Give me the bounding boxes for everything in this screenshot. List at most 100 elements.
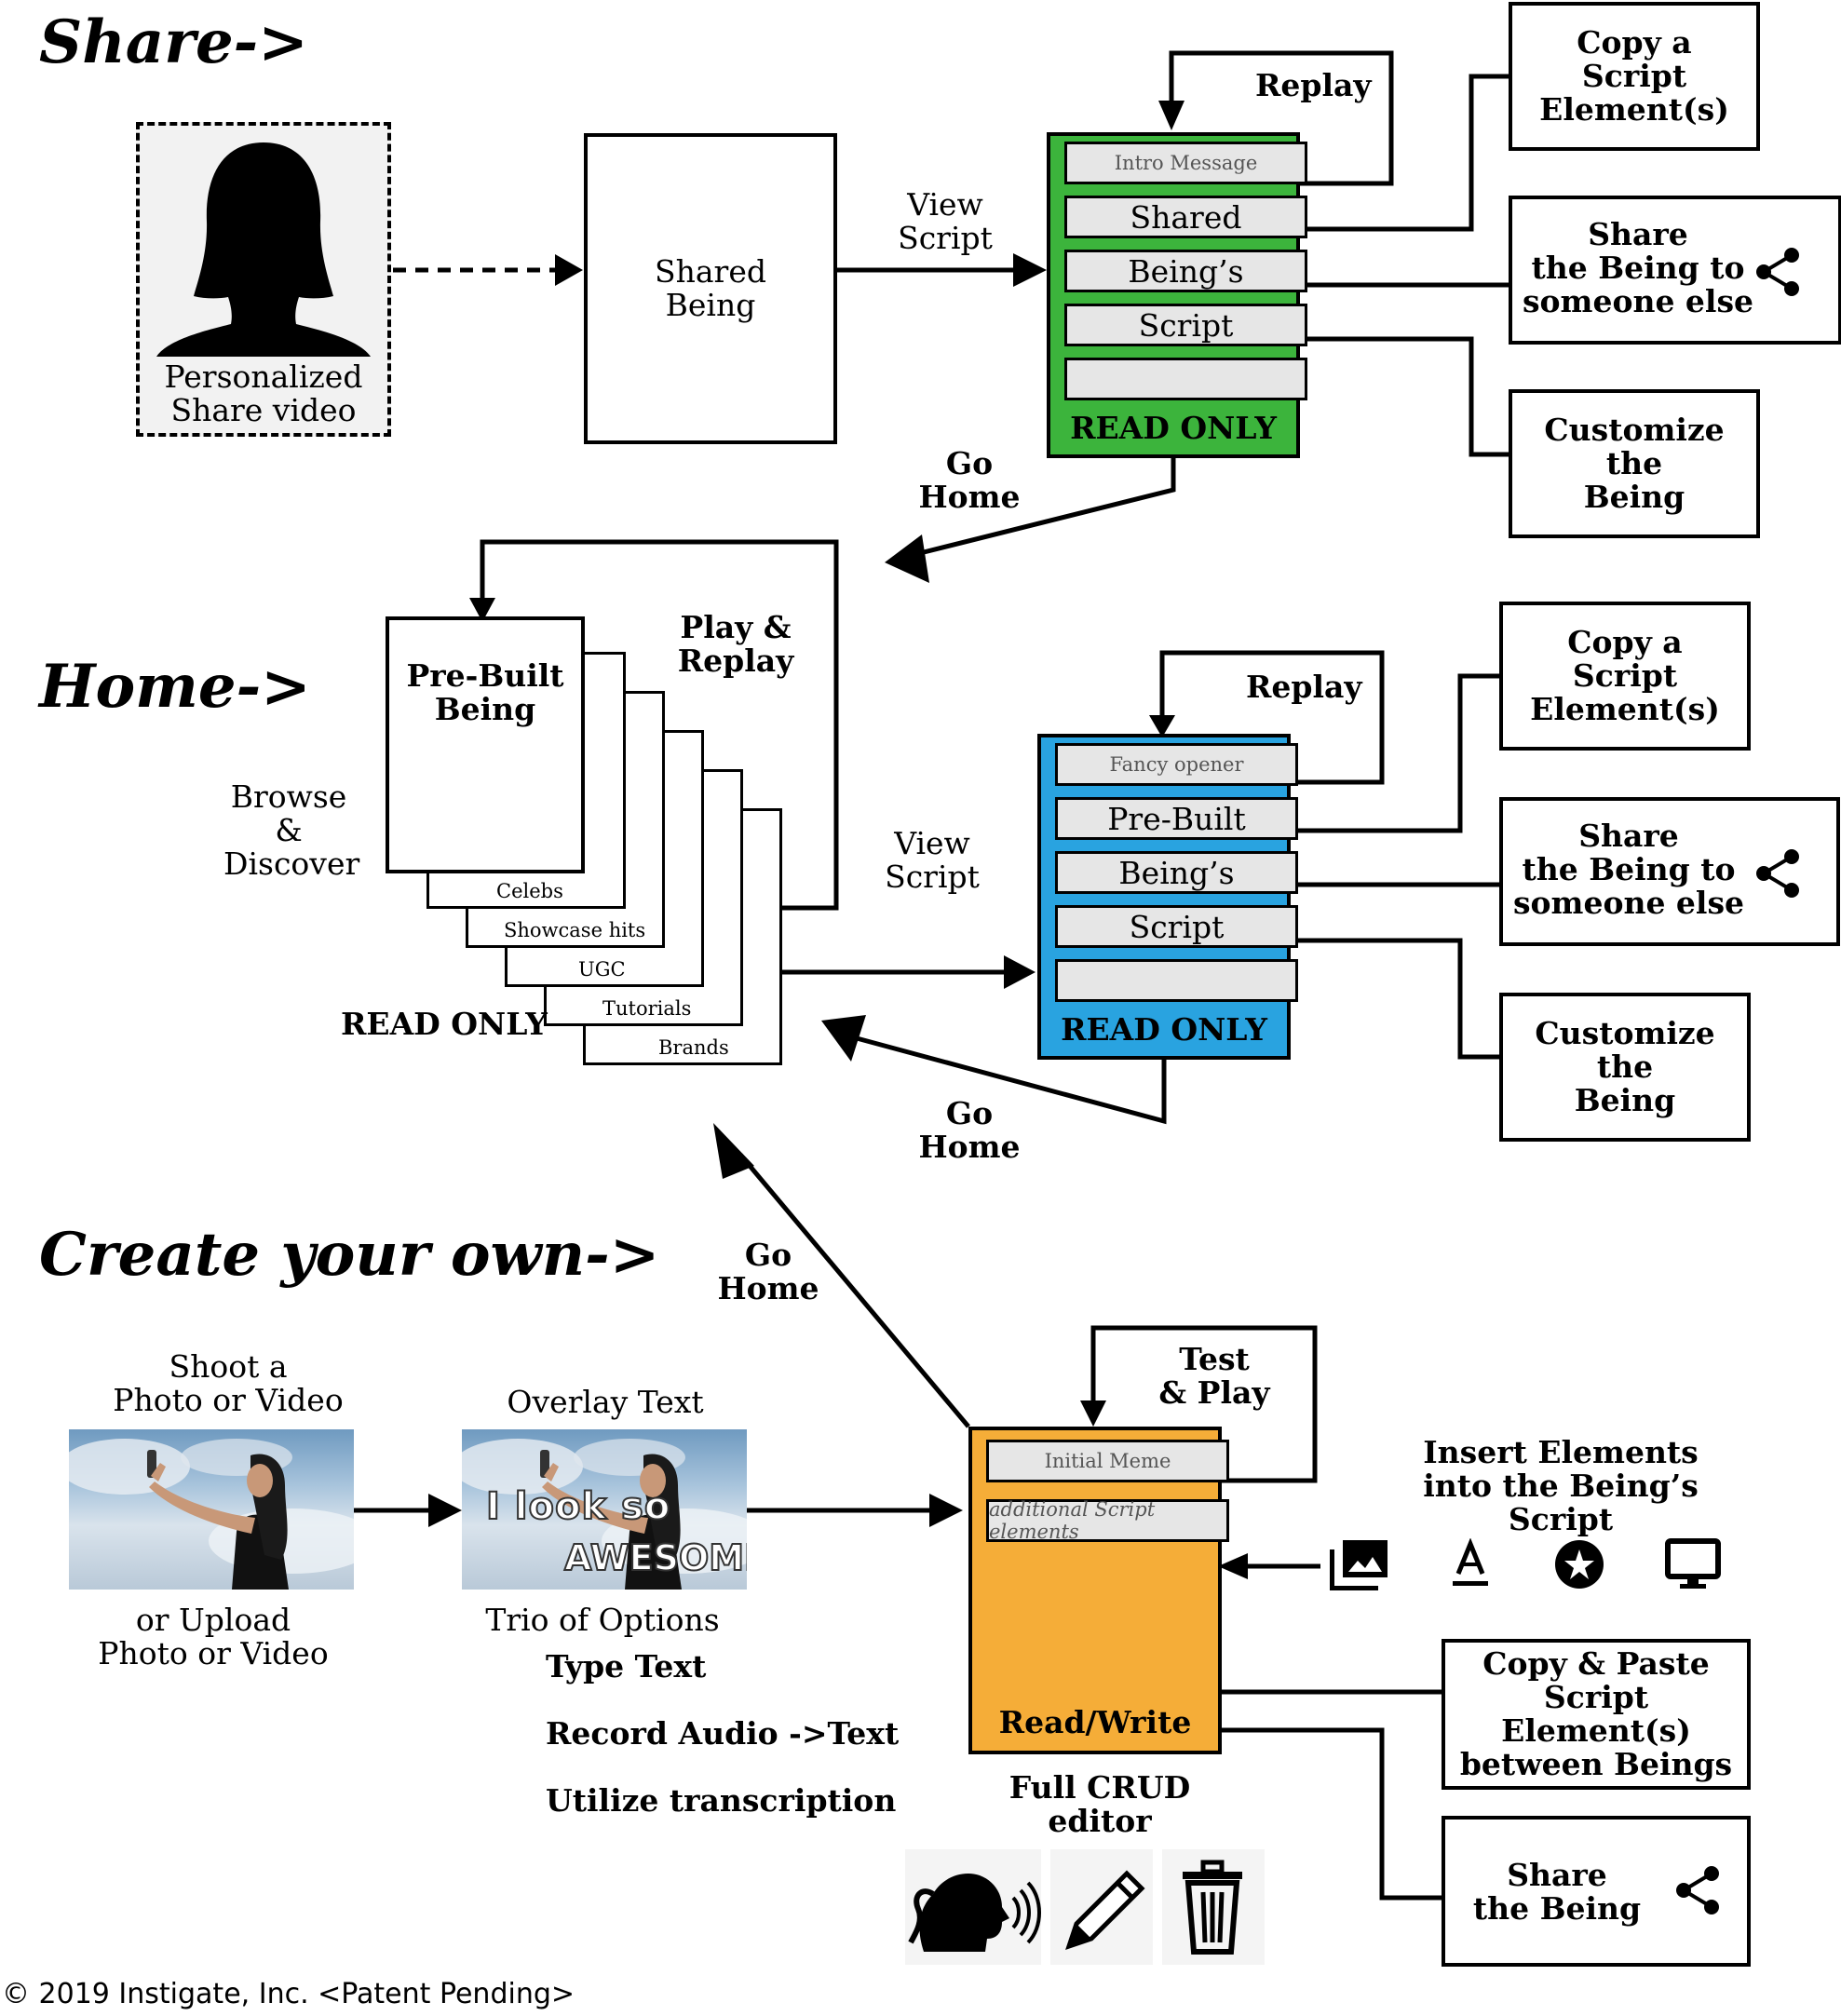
go-home-label-home[interactable]: Go Home (918, 1095, 1021, 1165)
replay-loop-share (1169, 50, 1394, 186)
photo-library-svg (1329, 1540, 1388, 1591)
phone-bg (972, 1430, 1218, 1751)
trash-svg (1183, 1860, 1242, 1955)
go-home-label-create[interactable]: Go Home (717, 1237, 819, 1306)
connector-customize-home (1287, 938, 1501, 1060)
script-slot[interactable]: additional Script elements (986, 1498, 1229, 1543)
script-slot[interactable]: Fancy opener (1055, 743, 1298, 786)
replay-label-home: Replay (1246, 669, 1362, 705)
customize-being-button[interactable]: Customize the Being (1499, 993, 1751, 1142)
phone-bg (1041, 737, 1287, 1056)
view-script-label-home: View Script (885, 825, 980, 895)
script-slot[interactable] (1064, 358, 1307, 400)
connector-share-create (1220, 1727, 1443, 1901)
go-home-arrow-share (912, 456, 1176, 558)
shoot-label: Shoot a Photo or Video (113, 1348, 344, 1418)
prebuilt-being-card[interactable]: Pre-Built Being (386, 616, 585, 873)
category-label: Showcase hits (504, 919, 646, 941)
overlay-text-line2: AWESOME (563, 1536, 747, 1579)
personalized-share-video[interactable]: Personalized Share video (136, 122, 391, 437)
go-home-arrow-home (856, 1035, 1167, 1125)
script-slot[interactable]: Shared (1064, 196, 1307, 238)
share-being-label: Share the Being (1472, 1857, 1642, 1927)
shared-being-box[interactable]: Shared Being (584, 133, 837, 444)
option-transcription[interactable]: Utilize transcription (546, 1782, 897, 1819)
connector-copy-share (1296, 74, 1510, 232)
script-slot[interactable] (1055, 959, 1298, 1002)
selfie-woman-image (69, 1439, 354, 1590)
copyright-footer: © 2019 Instigate, Inc. <Patent Pending> (2, 1978, 575, 2010)
connector-customize-share (1296, 336, 1510, 457)
script-slot[interactable]: Script (1064, 304, 1307, 346)
share-being-label: Share the Being to someone else (1522, 216, 1754, 319)
script-slot[interactable]: Being’s (1055, 851, 1298, 894)
script-slot[interactable]: Intro Message (1064, 142, 1307, 184)
go-home-label-share[interactable]: Go Home (918, 445, 1021, 515)
create-section-title: Create your own-> (39, 1220, 660, 1290)
test-play-label: Test & Play (1158, 1341, 1270, 1411)
upload-label: or Upload Photo or Video (98, 1602, 329, 1671)
monitor-svg (1665, 1538, 1721, 1589)
star-badge-icon[interactable] (1553, 1538, 1605, 1590)
person-silhouette-icon (156, 142, 371, 357)
share-being-button[interactable]: Share the Being to someone else (1499, 797, 1840, 946)
monitor-icon[interactable] (1665, 1538, 1721, 1590)
read-only-left-label: READ ONLY (341, 1006, 548, 1042)
selfie-photo[interactable] (69, 1429, 354, 1590)
copy-paste-elements-button[interactable]: Copy & Paste Script Element(s) between B… (1442, 1639, 1751, 1790)
text-format-icon[interactable] (1447, 1537, 1494, 1590)
overlay-text-line1: I look so (485, 1484, 671, 1529)
photo-library-icon[interactable] (1329, 1538, 1389, 1591)
home-script-phone[interactable]: Fancy opener Pre-Built Being’s Script RE… (1037, 734, 1298, 1060)
share-icon (1756, 248, 1799, 296)
replay-loop-home (1159, 650, 1385, 785)
share-being-label: Share the Being to someone else (1512, 818, 1745, 921)
category-label: Celebs (496, 880, 563, 902)
phone-bg (1050, 136, 1296, 454)
speaking-head-svg (908, 1874, 1041, 1952)
test-play-loop (1090, 1325, 1318, 1483)
insert-elements-label: Insert Elements into the Being’s Script (1423, 1434, 1699, 1537)
full-crud-label: Full CRUD editor (1008, 1769, 1191, 1839)
replay-label-share: Replay (1255, 67, 1372, 103)
script-slot[interactable]: Script (1055, 905, 1298, 948)
overlay-photo[interactable]: I look so AWESOME (462, 1429, 747, 1590)
read-write-label: Read/Write (998, 1704, 1192, 1740)
text-format-svg (1453, 1537, 1488, 1586)
read-only-label: READ ONLY (1070, 410, 1277, 446)
customize-being-button[interactable]: Customize the Being (1509, 389, 1760, 538)
pencil-icon[interactable] (1050, 1849, 1153, 1965)
personalized-share-label: Personalized Share video (164, 359, 363, 428)
option-record-audio[interactable]: Record Audio ->Text (546, 1715, 900, 1752)
selfie-woman-image (462, 1439, 747, 1590)
option-type-text[interactable]: Type Text (546, 1648, 707, 1685)
go-home-arrow-create (738, 1153, 970, 1428)
pencil-svg (1065, 1870, 1145, 1950)
share-script-phone[interactable]: Intro Message Shared Being’s Script READ… (1047, 132, 1307, 458)
category-label: Brands (658, 1036, 729, 1059)
trio-options-label: Trio of Options (485, 1602, 720, 1638)
speaking-head-icon[interactable] (905, 1849, 1041, 1965)
full-crud-editor-phone[interactable]: Initial Meme additional Script elements … (968, 1427, 1229, 1754)
connector-copy-home (1287, 673, 1501, 833)
share-being-button[interactable]: Share the Being (1442, 1816, 1751, 1967)
home-section-title: Home-> (39, 652, 311, 722)
share-icon (1756, 849, 1799, 898)
play-replay-loop (480, 539, 839, 911)
prebuilt-being-label: Pre-Built Being (406, 657, 564, 727)
copy-script-element-button[interactable]: Copy a Script Element(s) (1499, 602, 1751, 751)
view-script-label-share: View Script (898, 186, 993, 256)
script-slot[interactable]: Initial Meme (986, 1440, 1229, 1482)
share-section-title: Share-> (39, 7, 308, 77)
script-slot[interactable]: Pre-Built (1055, 797, 1298, 840)
trash-icon[interactable] (1162, 1849, 1265, 1965)
read-only-label: READ ONLY (1061, 1011, 1267, 1048)
overlay-text-label: Overlay Text (507, 1384, 704, 1420)
script-slot[interactable]: Being’s (1064, 250, 1307, 292)
copy-script-element-button[interactable]: Copy a Script Element(s) (1509, 2, 1760, 151)
share-being-button[interactable]: Share the Being to someone else (1509, 196, 1841, 345)
share-icon (1676, 1866, 1719, 1915)
category-label: UGC (578, 958, 626, 981)
play-replay-label: Play & Replay (677, 609, 794, 679)
